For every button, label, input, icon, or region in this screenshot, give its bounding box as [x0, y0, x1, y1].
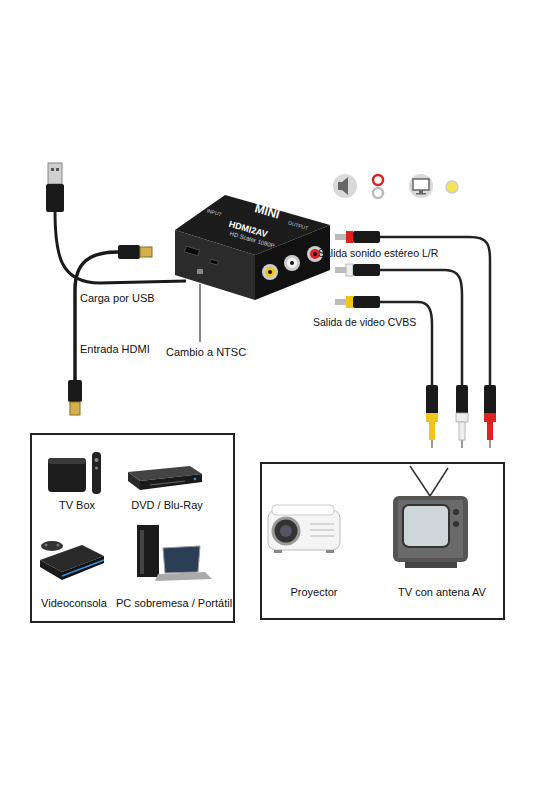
- device-caption: TV Box: [59, 499, 95, 511]
- converter-shape: [170, 190, 335, 300]
- device-caption: PC sobremesa / Portátil: [116, 597, 232, 609]
- ntsc-switch: [197, 269, 203, 274]
- callout-label: Salida sonido estéreo L/R: [318, 248, 438, 260]
- dvd-player-illustration: [128, 466, 202, 490]
- hdmi-port: [184, 246, 199, 256]
- projector-illustration: [268, 505, 340, 553]
- callout-label: Salida de video CVBS: [313, 317, 416, 329]
- audio-icon: [333, 174, 357, 198]
- device-caption: Proyector: [290, 586, 337, 598]
- usb-cable: [46, 163, 186, 283]
- device-caption: Videoconsola: [41, 597, 107, 609]
- hdmi-cable: [68, 245, 152, 415]
- rca-audio-icon: [373, 175, 383, 198]
- device-caption: DVD / Blu-Ray: [131, 499, 203, 511]
- device-caption: TV con antena AV: [398, 586, 486, 598]
- callout-label: Cambio a NTSC: [166, 346, 246, 358]
- pc-laptop-illustration: [137, 525, 212, 581]
- tv-box-illustration: [48, 452, 101, 494]
- video-icon: [409, 174, 433, 198]
- usb-port: [210, 259, 219, 265]
- rca-jacks: [262, 246, 323, 280]
- leader-line: [200, 284, 201, 342]
- crt-tv-illustration: [393, 466, 468, 568]
- game-console-illustration: [40, 541, 104, 580]
- output-devices-frame: Proyector TV con antena AV: [260, 462, 505, 620]
- rca-cables: [335, 231, 496, 448]
- callout-label: Carga por USB: [80, 292, 155, 304]
- rca-video-icon: [446, 181, 458, 193]
- converter-box: MINIHDMI2AVHD Scaler 1080PINPUTOUTPUT: [170, 190, 335, 300]
- callout-label: Entrada HDMI: [80, 343, 150, 355]
- source-devices-frame: TV Box DVD / Blu-RayVideoconsola PC sobrem…: [30, 433, 235, 623]
